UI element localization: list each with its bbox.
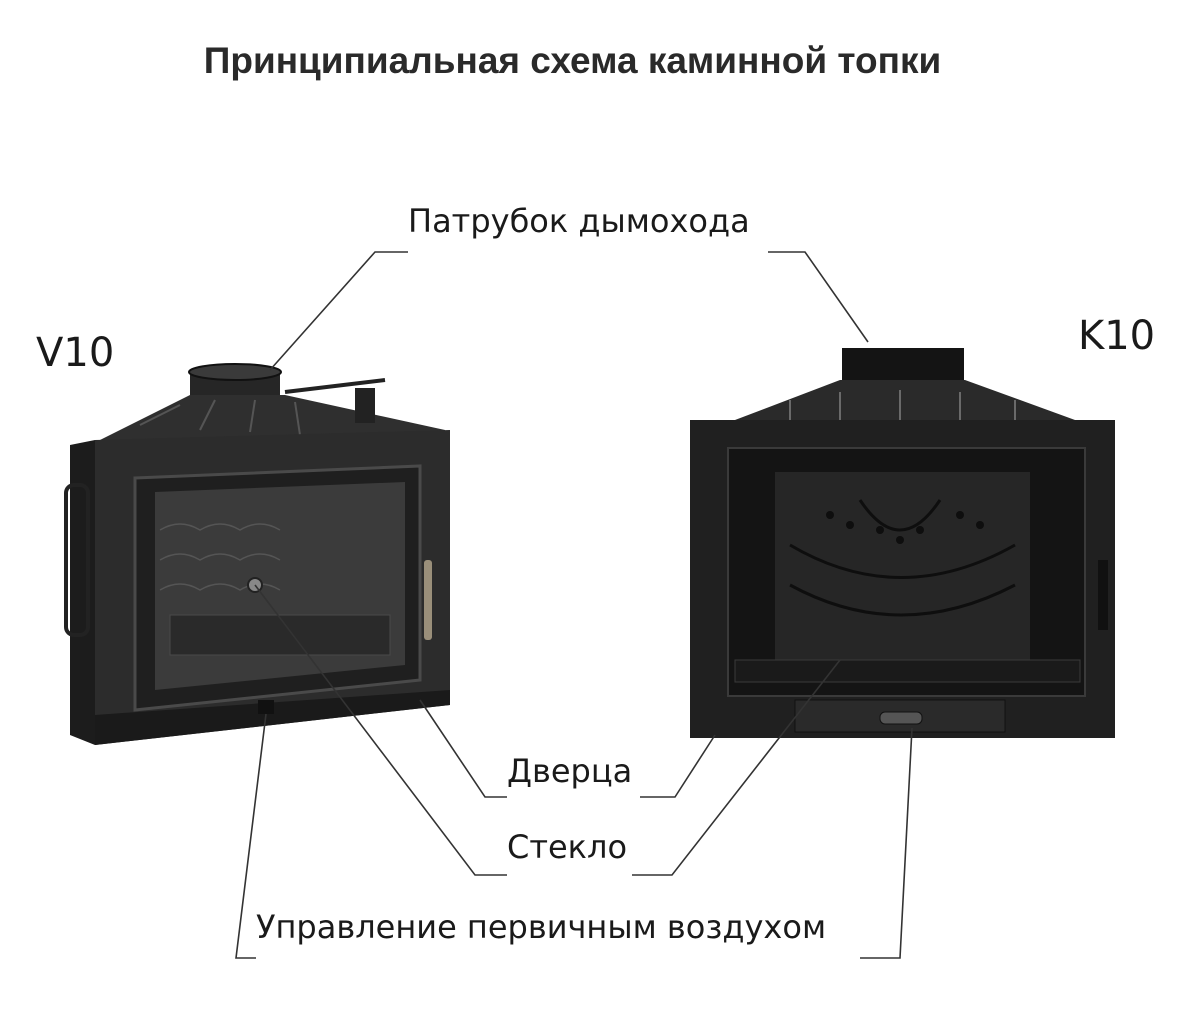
k10-back-plate: [775, 472, 1030, 672]
leader-door-left: [419, 699, 507, 798]
label-door: Дверца: [507, 752, 633, 790]
leader-lines: [235, 251, 913, 959]
fireplace-k10: [690, 348, 1115, 738]
label-glass: Стекло: [507, 828, 628, 866]
leader-air-right: [860, 727, 913, 959]
leader-chimney-left: [269, 251, 408, 371]
model-label-k10: K10: [1078, 313, 1156, 359]
leader-chimney-right: [768, 251, 869, 343]
v10-air-slider: [258, 700, 274, 714]
model-label-v10: V10: [36, 330, 115, 376]
page-title: Принципиальная схема каминной топки: [203, 40, 942, 81]
v10-chimney-pipe-top: [188, 363, 282, 381]
v10-lever-rod: [284, 378, 386, 394]
k10-grate: [734, 659, 1081, 683]
v10-ash-section: [95, 690, 450, 745]
leader-air-left: [235, 713, 267, 959]
leader-glass-left: [254, 584, 507, 876]
v10-lever-handle: [355, 388, 375, 423]
leader-door-right: [640, 734, 716, 798]
leader-glass-right: [632, 659, 841, 876]
v10-door-handle: [424, 560, 432, 640]
k10-top-hood: [735, 380, 1075, 420]
v10-side-grille: [64, 483, 90, 637]
label-chimney-pipe: Патрубок дымохода: [408, 202, 750, 240]
fireplace-v10: [64, 363, 450, 745]
k10-air-control: [879, 711, 923, 725]
k10-door-handle: [1098, 560, 1108, 630]
v10-grate: [169, 614, 391, 656]
label-primary-air-control: Управление первичным воздухом: [256, 908, 827, 946]
